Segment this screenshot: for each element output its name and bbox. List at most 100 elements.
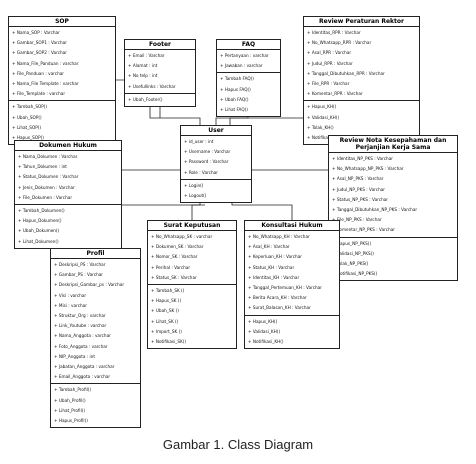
method-section: + Tambah_SOP()+ Ubah_SOP()+ Lihat_SOP()+… bbox=[9, 100, 115, 144]
method-row: + Notifikasi_NP_PKS() bbox=[332, 271, 378, 277]
class-title: Konsultasi Hukum bbox=[245, 221, 339, 231]
attribute-row: + Identitas_NP_PKS : Varchar bbox=[332, 156, 393, 161]
attribute-row: + Visi : varchar bbox=[54, 292, 87, 298]
attribute-row: + Gambar_SOP2 : Varchar bbox=[12, 50, 67, 56]
attribute-row: + File_NP_PKS : Varchar bbox=[332, 217, 382, 223]
attribute-row: + Nomor_SK : Varchar bbox=[151, 254, 198, 260]
method-row: + Tambah_Profil() bbox=[54, 387, 92, 393]
attribute-row: + Komentar_RPR : Varchar bbox=[307, 91, 363, 97]
class-title: FAQ bbox=[217, 40, 280, 50]
method-section: + Hapus_KH()+ Validasi_KH()+ Tolak_KH()+… bbox=[304, 100, 419, 144]
attribute-row: + Judul_NP_PKS : Varchar bbox=[332, 186, 386, 192]
attribute-row: + Perihal : Varchar bbox=[151, 264, 191, 270]
method-row: + Login() bbox=[184, 182, 204, 188]
class-title: Review Nota Kesepahaman dan Perjanjian K… bbox=[329, 136, 457, 153]
class-title: User bbox=[181, 126, 251, 136]
attribute-row: + Status_SK : Varchar bbox=[151, 274, 197, 280]
method-row: + Lihat_Profil() bbox=[54, 407, 86, 413]
method-row: + Tolak_NP_PKS() bbox=[332, 261, 369, 267]
attribute-row: + Password : Varchar bbox=[184, 159, 229, 165]
method-row: + Ubah_SOP() bbox=[12, 114, 42, 120]
attribute-row: + Nama_File_Panduan : varchar bbox=[12, 60, 79, 66]
class-title: Profil bbox=[51, 249, 140, 259]
attribute-row: + Nama_File Template : varchar bbox=[12, 81, 79, 87]
class-title: Footer bbox=[125, 40, 195, 50]
method-row: + Lihat_SK () bbox=[151, 318, 179, 324]
method-row: + Hapus FAQ() bbox=[220, 86, 251, 92]
attribute-row: + Berita Acara_KH : Varchar bbox=[248, 295, 307, 301]
method-row: + Validasi_KH() bbox=[248, 328, 281, 334]
attribute-row: + Asal_RPR : Varchar bbox=[307, 50, 352, 56]
attribute-section: + Nama_Dokumen : Varchar+ Tahun_Dokumen … bbox=[15, 151, 121, 204]
attribute-row: + id_user : int bbox=[184, 139, 214, 144]
attribute-row: + NIP_Anggota : int bbox=[54, 353, 95, 359]
method-row: + Notifikasi_KH() bbox=[248, 339, 284, 345]
attribute-row: + Judul_RPR : Varchar bbox=[307, 60, 353, 66]
class-title: Surat Keputusan bbox=[148, 221, 236, 231]
attribute-row: + Status_Dokumen : Varchar bbox=[18, 174, 79, 180]
method-row: + Hapus_SOP() bbox=[12, 135, 44, 141]
attribute-row: + Pertanyaan : varchar bbox=[220, 53, 269, 58]
attribute-row: + Identitas_KH : Varchar bbox=[248, 274, 300, 280]
class-faq: FAQ+ Pertanyaan : varchar+ Jawaban : var… bbox=[216, 39, 281, 118]
method-row: + Hapus_NP_PKS() bbox=[332, 240, 372, 246]
method-row: + Tambah_SOP() bbox=[12, 104, 48, 110]
method-row: + Tambah_SK () bbox=[151, 288, 185, 294]
attribute-row: + Nama_Anggota : varchar bbox=[54, 333, 111, 339]
attribute-row: + Alamat : int bbox=[128, 63, 158, 69]
class-dokumen-hukum: Dokumen Hukum+ Nama_Dokumen : Varchar+ T… bbox=[14, 140, 122, 249]
attribute-row: + Email : Varchar bbox=[128, 53, 165, 58]
attribute-section: + id_user : int+ Username : Varchar+ Pas… bbox=[181, 136, 251, 179]
method-row: + Lihat FAQ() bbox=[220, 107, 248, 113]
attribute-row: + No telp : int bbox=[128, 73, 158, 79]
attribute-row: + Identitas_RPR : Varchar bbox=[307, 30, 361, 35]
attribute-section: + No_Whatsapp_SK : varchar+ Dokumen_SK :… bbox=[148, 231, 236, 284]
attribute-row: + Role : Varchar bbox=[184, 169, 218, 175]
attribute-row: + File_Panduan : varchar bbox=[12, 70, 65, 76]
class-profil: Profil + Deskripsi_PS : Varchar + Gambar_P… bbox=[50, 248, 141, 429]
class-surat-keputusan: Surat Keputusan+ No_Whatsapp_SK : varcha… bbox=[147, 220, 237, 350]
class-review-peraturan: Review Peraturan Rektor+ Identitas_RPR :… bbox=[303, 16, 420, 146]
class-title: Review Peraturan Rektor bbox=[304, 17, 419, 27]
diagram-caption: Gambar 1. Class Diagram bbox=[162, 437, 314, 452]
attribute-row: + Gambar_PS : Varchar bbox=[54, 272, 104, 278]
attribute-row: + No_Whatsapp_RPR : Varchar bbox=[307, 40, 372, 46]
attribute-row: + Asal_NP_PKS : Varchar bbox=[332, 176, 384, 182]
attribute-row: + File_Dokumen : Varchar bbox=[18, 194, 73, 200]
method-section: + Tambah_Dokumen()+ Hapus_Dokumen()+ Uba… bbox=[15, 204, 121, 248]
class-sop: SOP+ Nama_SOP : Varchar+ Gambar_SOP1 : V… bbox=[8, 16, 116, 146]
method-row: + Ubah_Dokumen() bbox=[18, 228, 60, 234]
attribute-row: + Tanggal_Dibutuhkan_NP_PKS : Varchar bbox=[332, 207, 418, 213]
attribute-section: + Email : Varchar + Alamat : int + No telp… bbox=[125, 50, 195, 93]
attribute-row: + Tanggal_Pertemuan_KH : Varchar bbox=[248, 285, 322, 291]
attribute-section: + Pertanyaan : varchar+ Jawaban : varcha… bbox=[217, 50, 280, 72]
method-row: + Hapus_KH() bbox=[307, 104, 337, 110]
method-row: + Notifikasi_SK() bbox=[151, 339, 187, 345]
attribute-section: + No_Whatsapp_KH : Varchar+ Asal_KH : Va… bbox=[245, 231, 339, 315]
method-section: + Tambah_Profil() + Ubah_Profil() + Lihat_… bbox=[51, 383, 140, 427]
attribute-section: + Identitas_NP_PKS : Varchar+ No_Whatsap… bbox=[329, 153, 457, 237]
method-row: + Ubah FAQ() bbox=[220, 96, 249, 102]
method-row: + Hapus_KH() bbox=[248, 318, 278, 324]
attribute-section: + Nama_SOP : Varchar+ Gambar_SOP1 : Varc… bbox=[9, 27, 115, 100]
method-section: + Login()+ Logout() bbox=[181, 178, 251, 202]
class-review-nota: Review Nota Kesepahaman dan Perjanjian K… bbox=[328, 135, 458, 282]
method-row: + Hapus_Dokumen() bbox=[18, 218, 62, 224]
attribute-row: + Jabatan_Anggota : varchar bbox=[54, 364, 115, 370]
attribute-row: + Keperluan_KH : Varchar bbox=[248, 254, 302, 260]
method-section: + Tambah FAQ()+ Hapus FAQ()+ Ubah FAQ()+… bbox=[217, 72, 280, 116]
attribute-section: + Identitas_RPR : Varchar + No_Whatsapp_R… bbox=[304, 27, 419, 100]
method-row: + Ubah_SK () bbox=[151, 308, 179, 314]
attribute-row: + Jenis_Dokumen : Varchar bbox=[18, 184, 75, 190]
attribute-row: + Tanggal_Dibutuhkan_RPR : Varchar bbox=[307, 70, 385, 76]
method-row: + Import_SK () bbox=[151, 328, 182, 334]
attribute-row: + Nama_Dokumen : Varchar bbox=[18, 154, 78, 159]
method-row: + Lihat_Dokumen() bbox=[18, 238, 59, 244]
method-row: + Hapus_SK () bbox=[151, 298, 182, 304]
class-title: Dokumen Hukum bbox=[15, 141, 121, 151]
attribute-row: + Deskripsi_PS : Varchar bbox=[54, 262, 106, 267]
attribute-row: + Komentar_NP_PKS : Varchar bbox=[332, 227, 396, 233]
attribute-row: + Foto_Anggota : varchar bbox=[54, 343, 108, 349]
method-row: + Ubah_Profil() bbox=[54, 397, 86, 403]
